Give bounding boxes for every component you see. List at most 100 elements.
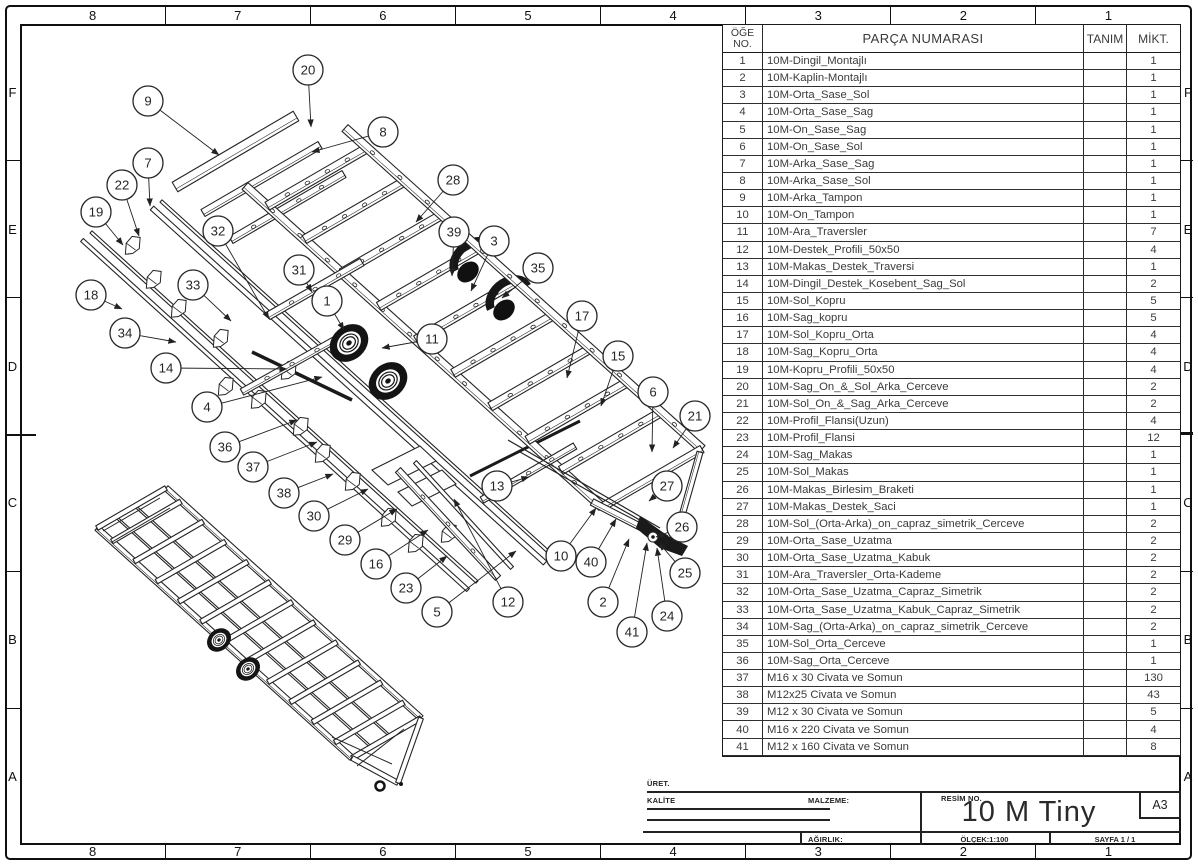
center-mark-left bbox=[6, 434, 36, 436]
zone-divider bbox=[1181, 570, 1193, 572]
cell-item-no: 31 bbox=[736, 569, 749, 582]
cell-item-no: 27 bbox=[736, 500, 749, 513]
cell-part-number: 10M-Sol_Kopru_Orta bbox=[762, 327, 1083, 344]
cell-qty: 2 bbox=[1126, 395, 1180, 412]
zone-label: 2 bbox=[959, 8, 967, 23]
cell-definition bbox=[1083, 190, 1126, 207]
zone-label: C bbox=[1183, 495, 1193, 511]
cell-part-number: 10M-Kaplin-Montajlı bbox=[762, 70, 1083, 87]
cell-definition bbox=[1083, 395, 1126, 412]
kalite-label: KALİTE bbox=[647, 796, 676, 805]
col-header-part-number: PARÇA NUMARASI bbox=[762, 25, 1083, 52]
cell-definition bbox=[1083, 670, 1126, 687]
cell-item-no: 8 bbox=[739, 175, 746, 188]
cell-definition bbox=[1083, 207, 1126, 224]
cell-qty: 2 bbox=[1126, 550, 1180, 567]
cell-part-number: 10M-Sol_(Orta-Arka)_on_capraz_simetrik_C… bbox=[762, 515, 1083, 532]
cell-definition bbox=[1083, 584, 1126, 601]
zone-label: B bbox=[8, 632, 17, 648]
cell-definition bbox=[1083, 172, 1126, 190]
cell-qty: 1 bbox=[1126, 121, 1180, 138]
cell-part-number: 10M-Makas_Birlesim_Braketi bbox=[762, 481, 1083, 498]
cell-definition bbox=[1083, 738, 1126, 755]
cell-definition bbox=[1083, 464, 1126, 481]
cell-item-no: 12 bbox=[736, 243, 749, 256]
cell-qty: 5 bbox=[1126, 704, 1180, 721]
zone-label: F bbox=[1184, 84, 1192, 100]
cell-definition bbox=[1083, 258, 1126, 275]
zone-label: 3 bbox=[814, 844, 822, 859]
cell-definition bbox=[1083, 241, 1126, 258]
scale-label: ÖLÇEK:1:100 bbox=[960, 835, 1009, 844]
zone-label: A bbox=[1183, 769, 1193, 785]
zone-label: D bbox=[1183, 358, 1193, 374]
cell-item-no: 2 bbox=[739, 72, 746, 85]
resim-box-left-line bbox=[920, 791, 922, 845]
cell-item-no: 25 bbox=[736, 466, 749, 479]
zone-divider bbox=[600, 845, 601, 858]
cell-part-number: 10M-Ara_Traversler_Orta-Kademe bbox=[762, 567, 1083, 584]
zone-label: D bbox=[7, 358, 18, 374]
cell-qty: 4 bbox=[1126, 241, 1180, 258]
cell-qty: 1 bbox=[1126, 652, 1180, 670]
cell-definition bbox=[1083, 652, 1126, 670]
cell-part-number: 10M-Sol_Makas bbox=[762, 464, 1083, 481]
cell-item-no: 39 bbox=[736, 706, 749, 719]
zone-divider bbox=[745, 7, 747, 24]
zone-divider bbox=[1181, 160, 1193, 162]
cell-qty: 2 bbox=[1126, 378, 1180, 395]
cell-item-no: 10 bbox=[736, 209, 749, 222]
cell-part-number: 10M-Profil_Flansi(Uzun) bbox=[762, 412, 1083, 430]
zone-divider bbox=[890, 845, 892, 858]
cell-item-no: 33 bbox=[736, 603, 749, 616]
cell-definition bbox=[1083, 344, 1126, 361]
zone-divider bbox=[309, 845, 311, 858]
cell-qty: 1 bbox=[1126, 155, 1180, 172]
cell-definition bbox=[1083, 687, 1126, 704]
cell-qty: 1 bbox=[1126, 70, 1180, 87]
cell-item-no: 14 bbox=[736, 277, 749, 290]
cell-qty: 1 bbox=[1126, 464, 1180, 481]
cell-qty: 5 bbox=[1126, 310, 1180, 327]
cell-part-number: M12 x 160 Civata ve Somun bbox=[762, 738, 1083, 755]
cell-qty: 2 bbox=[1126, 618, 1180, 635]
table-row: 2 10M-Kaplin-Montajlı 1 bbox=[723, 70, 1180, 88]
cell-qty: 12 bbox=[1126, 430, 1180, 447]
zone-divider bbox=[6, 297, 20, 299]
zone-label: C bbox=[7, 495, 18, 511]
cell-item-no: 35 bbox=[736, 637, 749, 650]
zone-divider bbox=[164, 845, 166, 858]
cell-item-no: 6 bbox=[739, 140, 746, 153]
cell-qty: 2 bbox=[1126, 275, 1180, 292]
zone-divider bbox=[745, 845, 747, 858]
cell-definition bbox=[1083, 704, 1126, 721]
zone-label: 5 bbox=[524, 844, 532, 859]
cell-qty: 1 bbox=[1126, 207, 1180, 224]
cell-definition bbox=[1083, 618, 1126, 635]
zone-label: 1 bbox=[1104, 8, 1113, 23]
cell-definition bbox=[1083, 121, 1126, 138]
cell-item-no: 4 bbox=[739, 106, 746, 119]
zone-divider bbox=[6, 160, 20, 162]
kalite-line-1 bbox=[647, 808, 830, 810]
zone-divider bbox=[1181, 707, 1193, 709]
cell-item-no: 30 bbox=[736, 552, 749, 565]
cell-item-no: 40 bbox=[736, 723, 749, 736]
col-header-item-no: ÖĞE NO. bbox=[730, 26, 755, 50]
cell-part-number: 10M-Orta_Sase_Uzatma_Kabuk_Capraz_Simetr… bbox=[762, 601, 1083, 618]
zone-label: E bbox=[8, 221, 17, 237]
cell-part-number: 10M-Orta_Sase_Sol bbox=[762, 87, 1083, 104]
cell-definition bbox=[1083, 498, 1126, 515]
zone-label: 8 bbox=[88, 8, 97, 23]
